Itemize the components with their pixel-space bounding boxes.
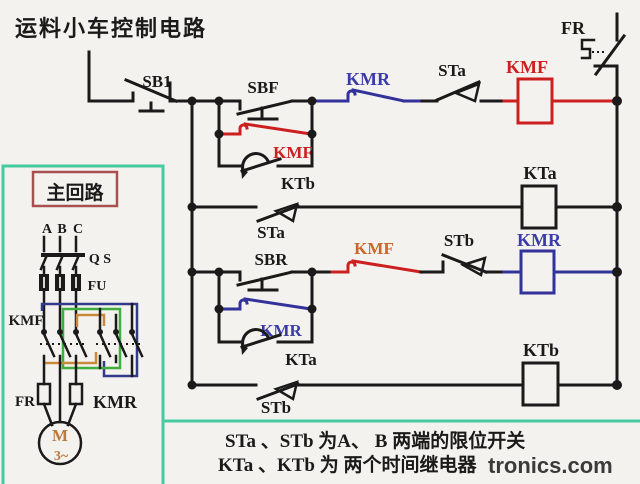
knife-switch-qs: Q S <box>39 252 111 271</box>
kmf-coil: KMF <box>502 57 619 125</box>
page-title: 运料小车控制电路 <box>15 16 207 41</box>
kmr-main-contacts <box>96 302 144 378</box>
kmr-coil-label: KMR <box>517 230 562 250</box>
kta-contact-label: KTa <box>285 350 317 369</box>
main-circuit-label: 主回路 <box>46 181 104 204</box>
sta-limit-nc: STa <box>435 61 481 103</box>
main-circuit: 主回路 A B C Q S FU KMF <box>9 170 144 466</box>
phase-c-label: C <box>73 222 83 237</box>
watermark: tronics.com <box>488 453 613 478</box>
motor: M 3~ <box>37 420 83 466</box>
caption: STa 、STb 为A、 B 两端的限位开关 KTa 、KTb 为 两个时间继电… <box>218 429 525 476</box>
ktb-coil-label: KTb <box>523 340 559 360</box>
motor-letter: M <box>52 426 68 445</box>
ktb-time-contact: KTb <box>217 152 315 193</box>
sb1-label: SB1 <box>142 72 171 91</box>
kmr-holding-label: KMR <box>260 321 302 340</box>
sbf-label: SBF <box>247 78 278 97</box>
caption-line1: STa 、STb 为A、 B 两端的限位开关 <box>225 429 525 452</box>
qs-label: Q S <box>89 252 111 267</box>
sta-nc-label: STa <box>438 61 466 80</box>
kmf-holding-contact: KMF <box>219 122 313 162</box>
sbr-reverse-button: SBR <box>236 250 294 292</box>
kmr-coil: KMR <box>502 230 619 295</box>
kmf-interlock-label: KMF <box>354 239 394 258</box>
kta-time-contact: KTa <box>217 328 317 369</box>
fr-overload-heaters: FR <box>15 382 84 410</box>
sb1-stop-button: SB1 <box>124 72 178 113</box>
sbr-label: SBR <box>254 250 288 269</box>
motor-phase: 3~ <box>54 449 69 464</box>
kmf-coil-label: KMF <box>506 57 548 77</box>
fr-contact-label: FR <box>561 18 586 38</box>
stb-limit-no: STb <box>256 380 300 417</box>
kta-coil: KTa <box>520 163 558 230</box>
sta-no-label: STa <box>257 223 285 242</box>
caption-line2: KTa 、KTb 为 两个时间继电器 <box>218 453 477 476</box>
ktb-contact-label: KTb <box>281 174 315 193</box>
junction-dots <box>187 96 622 390</box>
fr-main-label: FR <box>15 394 35 410</box>
main-circuit-label-box <box>31 170 119 208</box>
kmf-holding-label: KMF <box>273 143 313 162</box>
main-circuit-frame <box>1 164 640 484</box>
kmf-interlock-contact: KMF <box>330 239 423 274</box>
ktb-coil: KTb <box>521 340 560 407</box>
kmr-holding-contact: KMR <box>219 297 313 340</box>
fuse-fu: FU <box>39 274 106 294</box>
sbf-forward-button: SBF <box>236 78 294 121</box>
fr-thermal-contact: FR <box>561 12 627 77</box>
sta-limit-no: STa <box>256 202 300 242</box>
stb-no-label: STb <box>261 398 291 417</box>
kmr-interlock-label: KMR <box>346 69 391 89</box>
phase-a-label: A <box>42 222 53 237</box>
kmf-main-contacts: KMF <box>9 313 88 358</box>
stb-nc-label: STb <box>444 231 474 250</box>
kta-coil-label: KTa <box>523 163 556 183</box>
kmr-main-label: KMR <box>93 392 138 412</box>
kmr-interlock-contact: KMR <box>315 69 424 103</box>
phase-b-label: B <box>57 222 66 237</box>
phase-crossover-wires <box>40 302 139 378</box>
control-circuit: SB1 SBF KMF KTb <box>87 12 627 417</box>
kmf-main-label: KMF <box>9 313 44 329</box>
fu-label: FU <box>88 279 107 294</box>
stb-limit-nc: STb <box>441 231 488 277</box>
